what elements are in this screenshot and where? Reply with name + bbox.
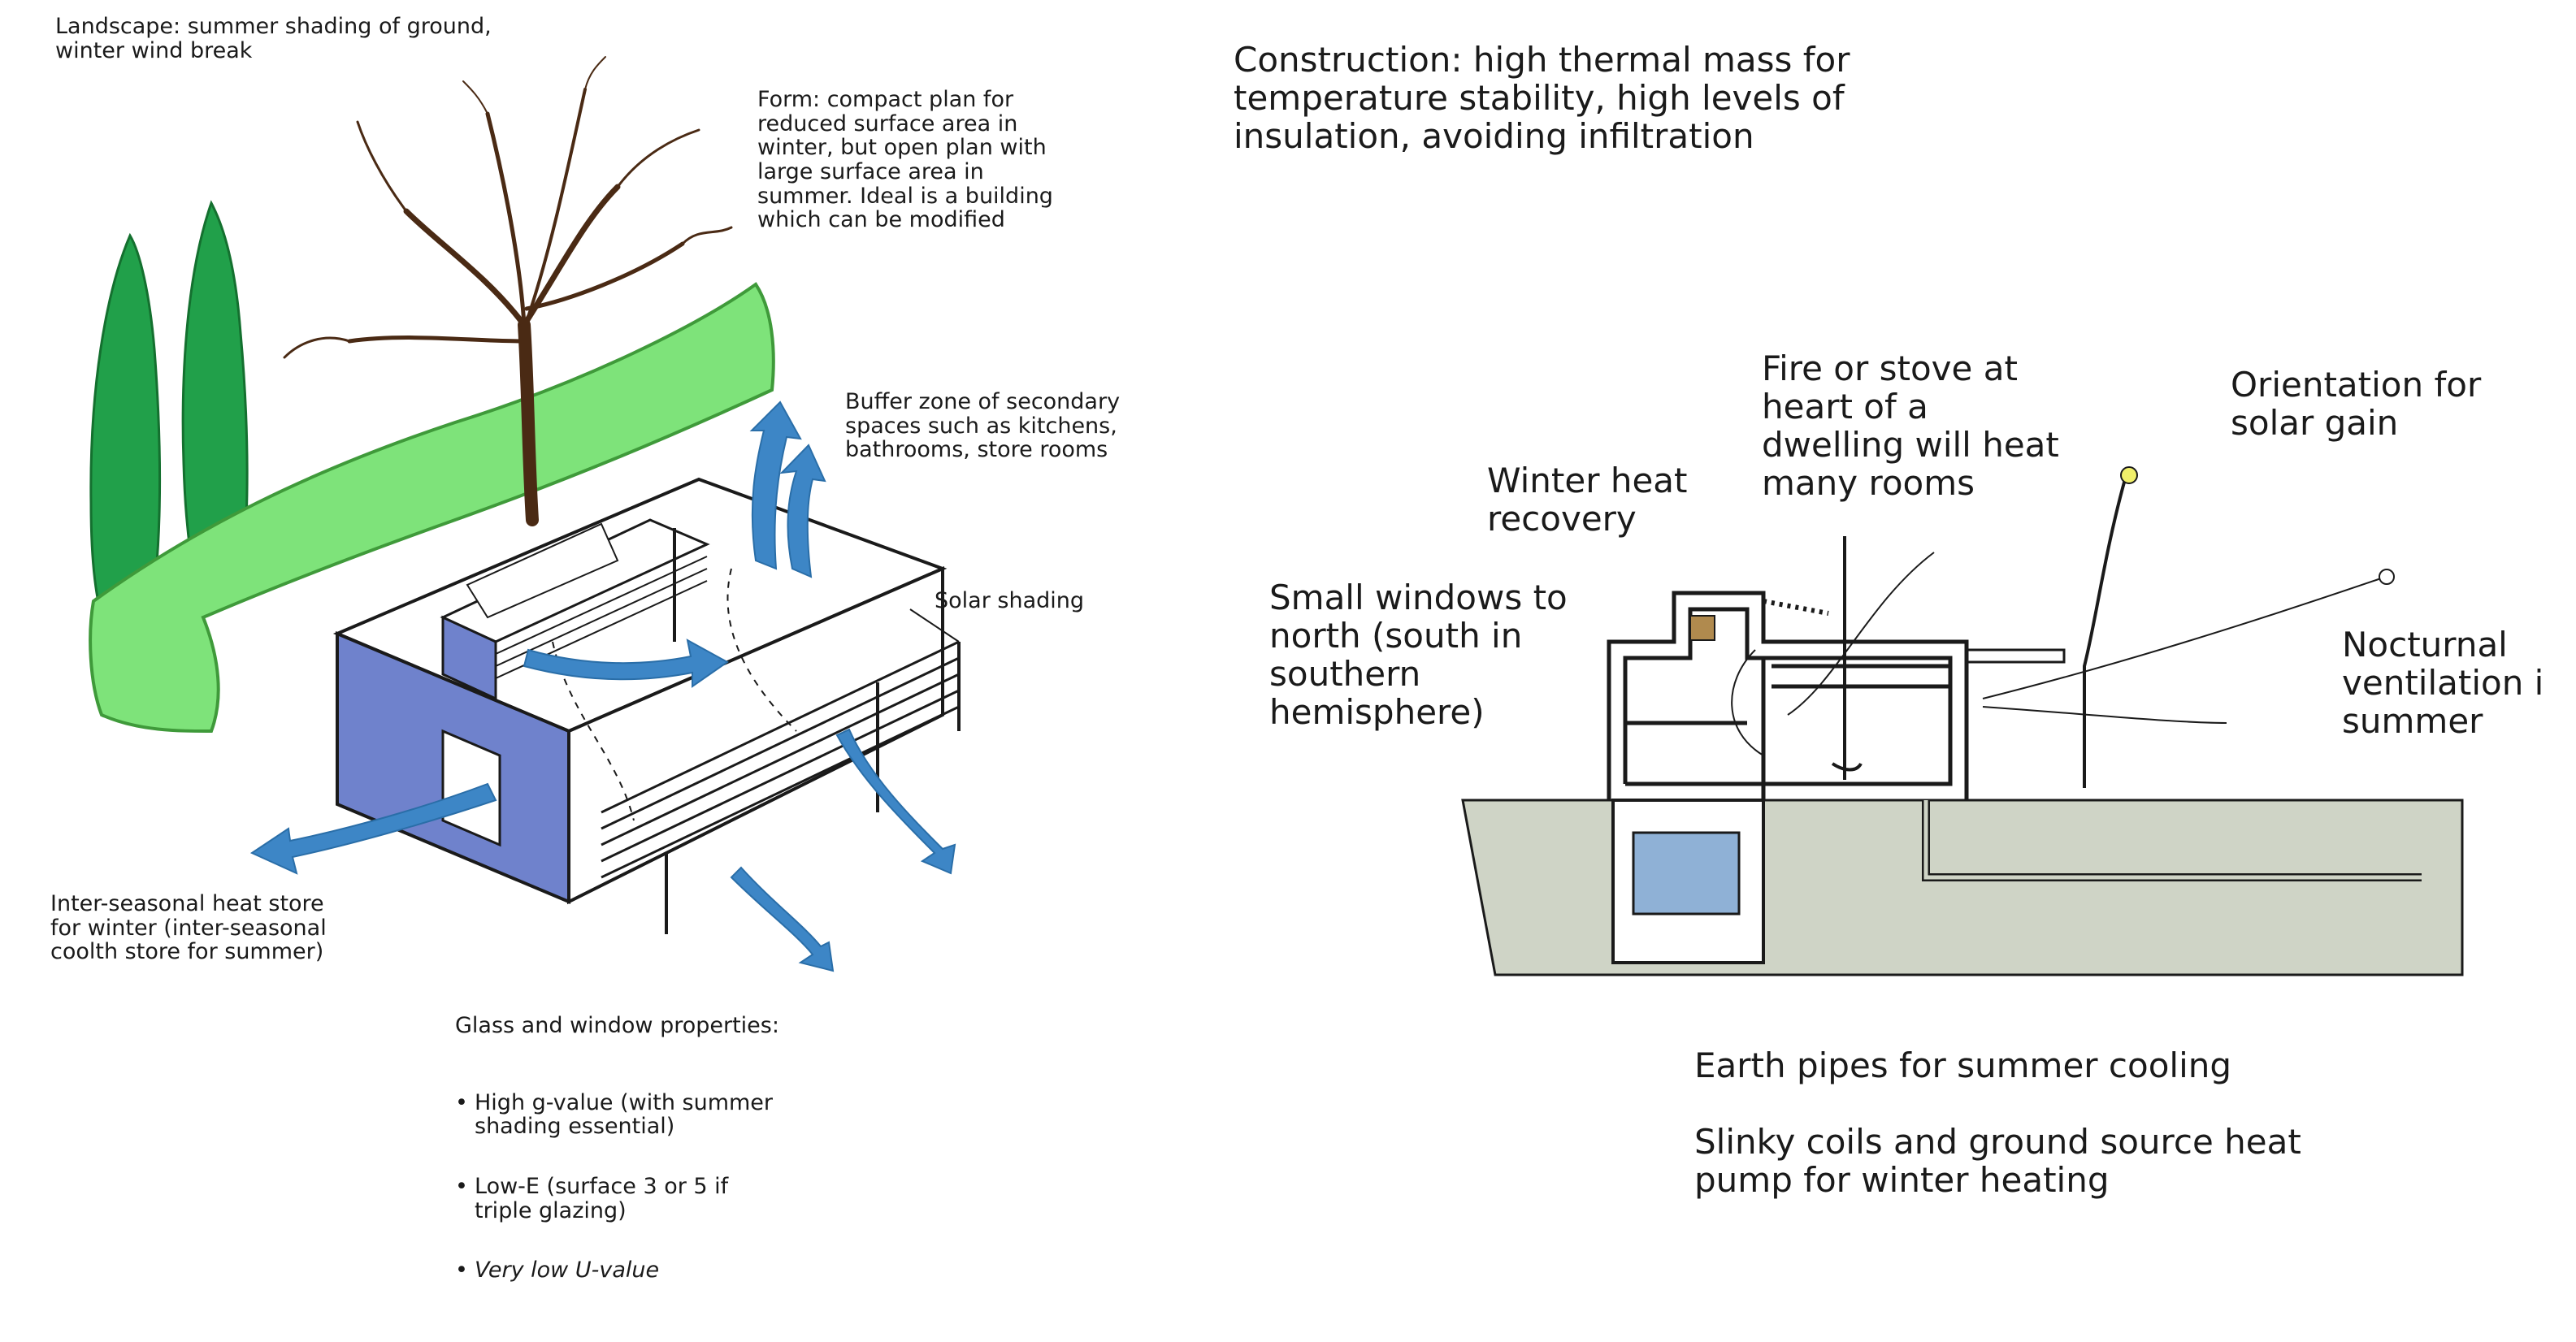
label-solar-shading: Solar shading	[935, 588, 1085, 613]
glass-properties-title: Glass and window properties:	[455, 1012, 779, 1038]
label-construction: Construction: high thermal mass for temp…	[1234, 40, 1850, 157]
label-nocturnal: Nocturnal ventilation i summer	[2342, 626, 2544, 741]
heat-recovery-arc	[1731, 649, 1764, 756]
glass-item-u-value: Very low U-value	[455, 1258, 878, 1283]
label-fire-stove: Fire or stove at heart of a dwelling wil…	[1762, 348, 2059, 504]
ground	[1461, 799, 2464, 976]
canopy-overhang	[1967, 648, 2066, 664]
label-form: Form: compact plan for reduced surface a…	[757, 87, 1053, 233]
sun-marker-lower	[2379, 569, 2395, 585]
flue	[1831, 536, 1863, 780]
heat-flow-curve	[1787, 552, 1935, 716]
label-heat-store: Inter-seasonal heat store for winter (in…	[50, 891, 327, 965]
label-small-windows: Small windows to north (south in souther…	[1269, 578, 1568, 733]
glass-item-g-value: High g-value (with summer shading essent…	[455, 1090, 878, 1139]
diagram-canvas: Landscape: summer shading of ground, win…	[0, 0, 2576, 1236]
label-winter-heat: Winter heat recovery	[1487, 461, 1688, 539]
ventilation-rays	[1982, 578, 2382, 724]
bare-tree	[283, 56, 733, 526]
water-tank	[1632, 831, 1741, 916]
hatched-overhang	[1763, 599, 1829, 616]
label-buffer-zone: Buffer zone of secondary spaces such as …	[845, 389, 1121, 463]
earth-pipe-inner	[1923, 800, 2422, 880]
stove	[1689, 615, 1715, 641]
label-orientation: Orientation for solar gain	[2231, 365, 2482, 444]
airflow-arrows	[249, 400, 956, 972]
label-slinky-coils: Slinky coils and ground source heat pump…	[1694, 1122, 2301, 1201]
hedge	[89, 282, 775, 734]
earth-pipe	[1922, 800, 2422, 881]
basement	[1611, 799, 1765, 964]
glass-properties: Glass and window properties: High g-valu…	[455, 989, 878, 1342]
orientation-pole	[2083, 478, 2127, 788]
house-sketch	[89, 56, 961, 972]
glass-properties-list: High g-value (with summer shading essent…	[455, 1067, 878, 1318]
label-landscape: Landscape: summer shading of ground, win…	[55, 14, 492, 63]
house-section	[1607, 591, 1969, 800]
building	[332, 477, 961, 934]
glass-item-low-e: Low-E (surface 3 or 5 if triple glazing)	[455, 1174, 878, 1223]
label-earth-pipes: Earth pipes for summer cooling	[1694, 1045, 2232, 1085]
